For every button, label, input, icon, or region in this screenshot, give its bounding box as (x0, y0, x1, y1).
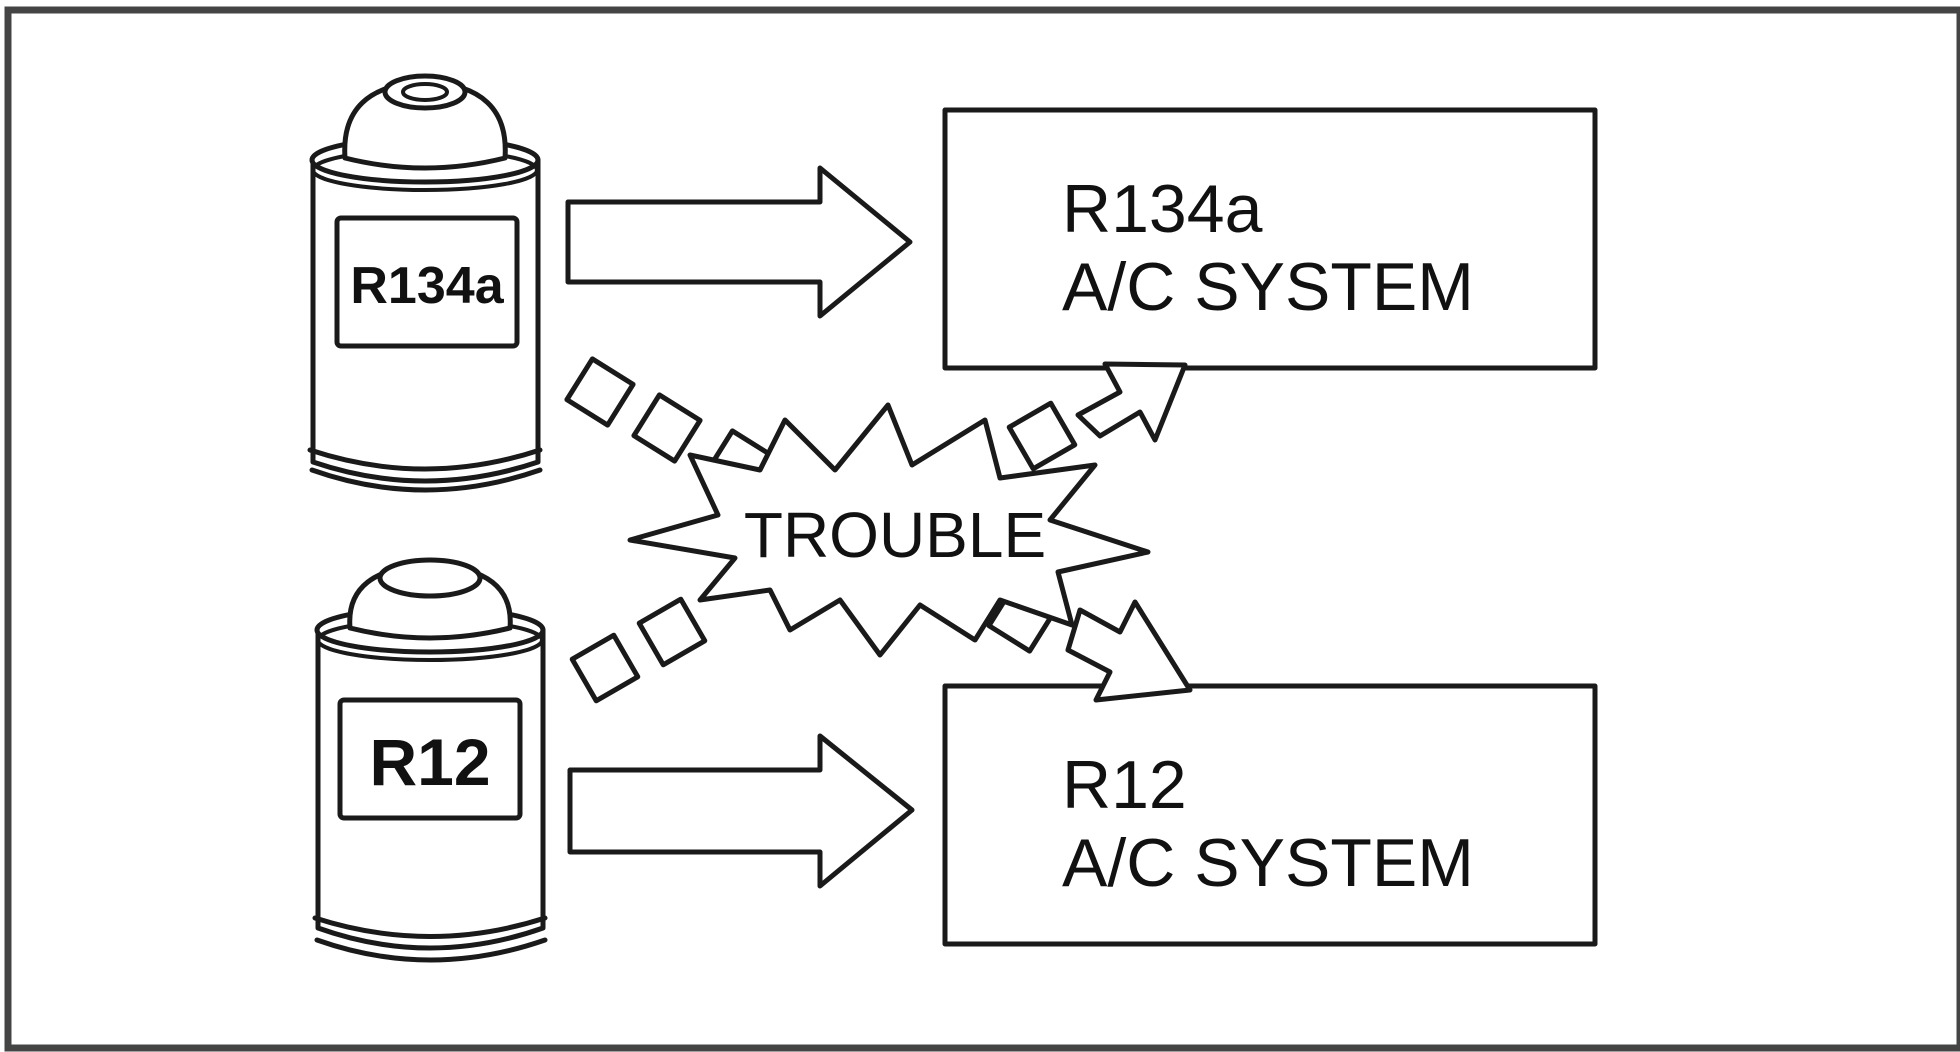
can-label-r12: R12 (369, 725, 490, 799)
r12-refrigerant-can: R12 (312, 557, 548, 963)
arrow-r12-to-r12-system (567, 733, 915, 889)
arrow-r134a-to-r134a-system (565, 165, 913, 319)
r12-ac-system-box: R12 A/C SYSTEM (942, 683, 1598, 947)
can-label-r134a: R134a (350, 257, 504, 315)
trouble-burst: TROUBLE (627, 402, 1151, 658)
dashed-arrow-r12-to-r134a-system (569, 361, 1188, 704)
system-bottom-line2: A/C SYSTEM (1062, 825, 1474, 901)
r134a-refrigerant-can: R134a (307, 73, 543, 493)
r134a-ac-system-box: R134a A/C SYSTEM (942, 107, 1598, 371)
trouble-label: TROUBLE (744, 499, 1046, 571)
system-top-line1: R134a (1062, 171, 1263, 247)
system-bottom-line1: R12 (1062, 747, 1187, 823)
system-top-line2: A/C SYSTEM (1062, 249, 1474, 325)
